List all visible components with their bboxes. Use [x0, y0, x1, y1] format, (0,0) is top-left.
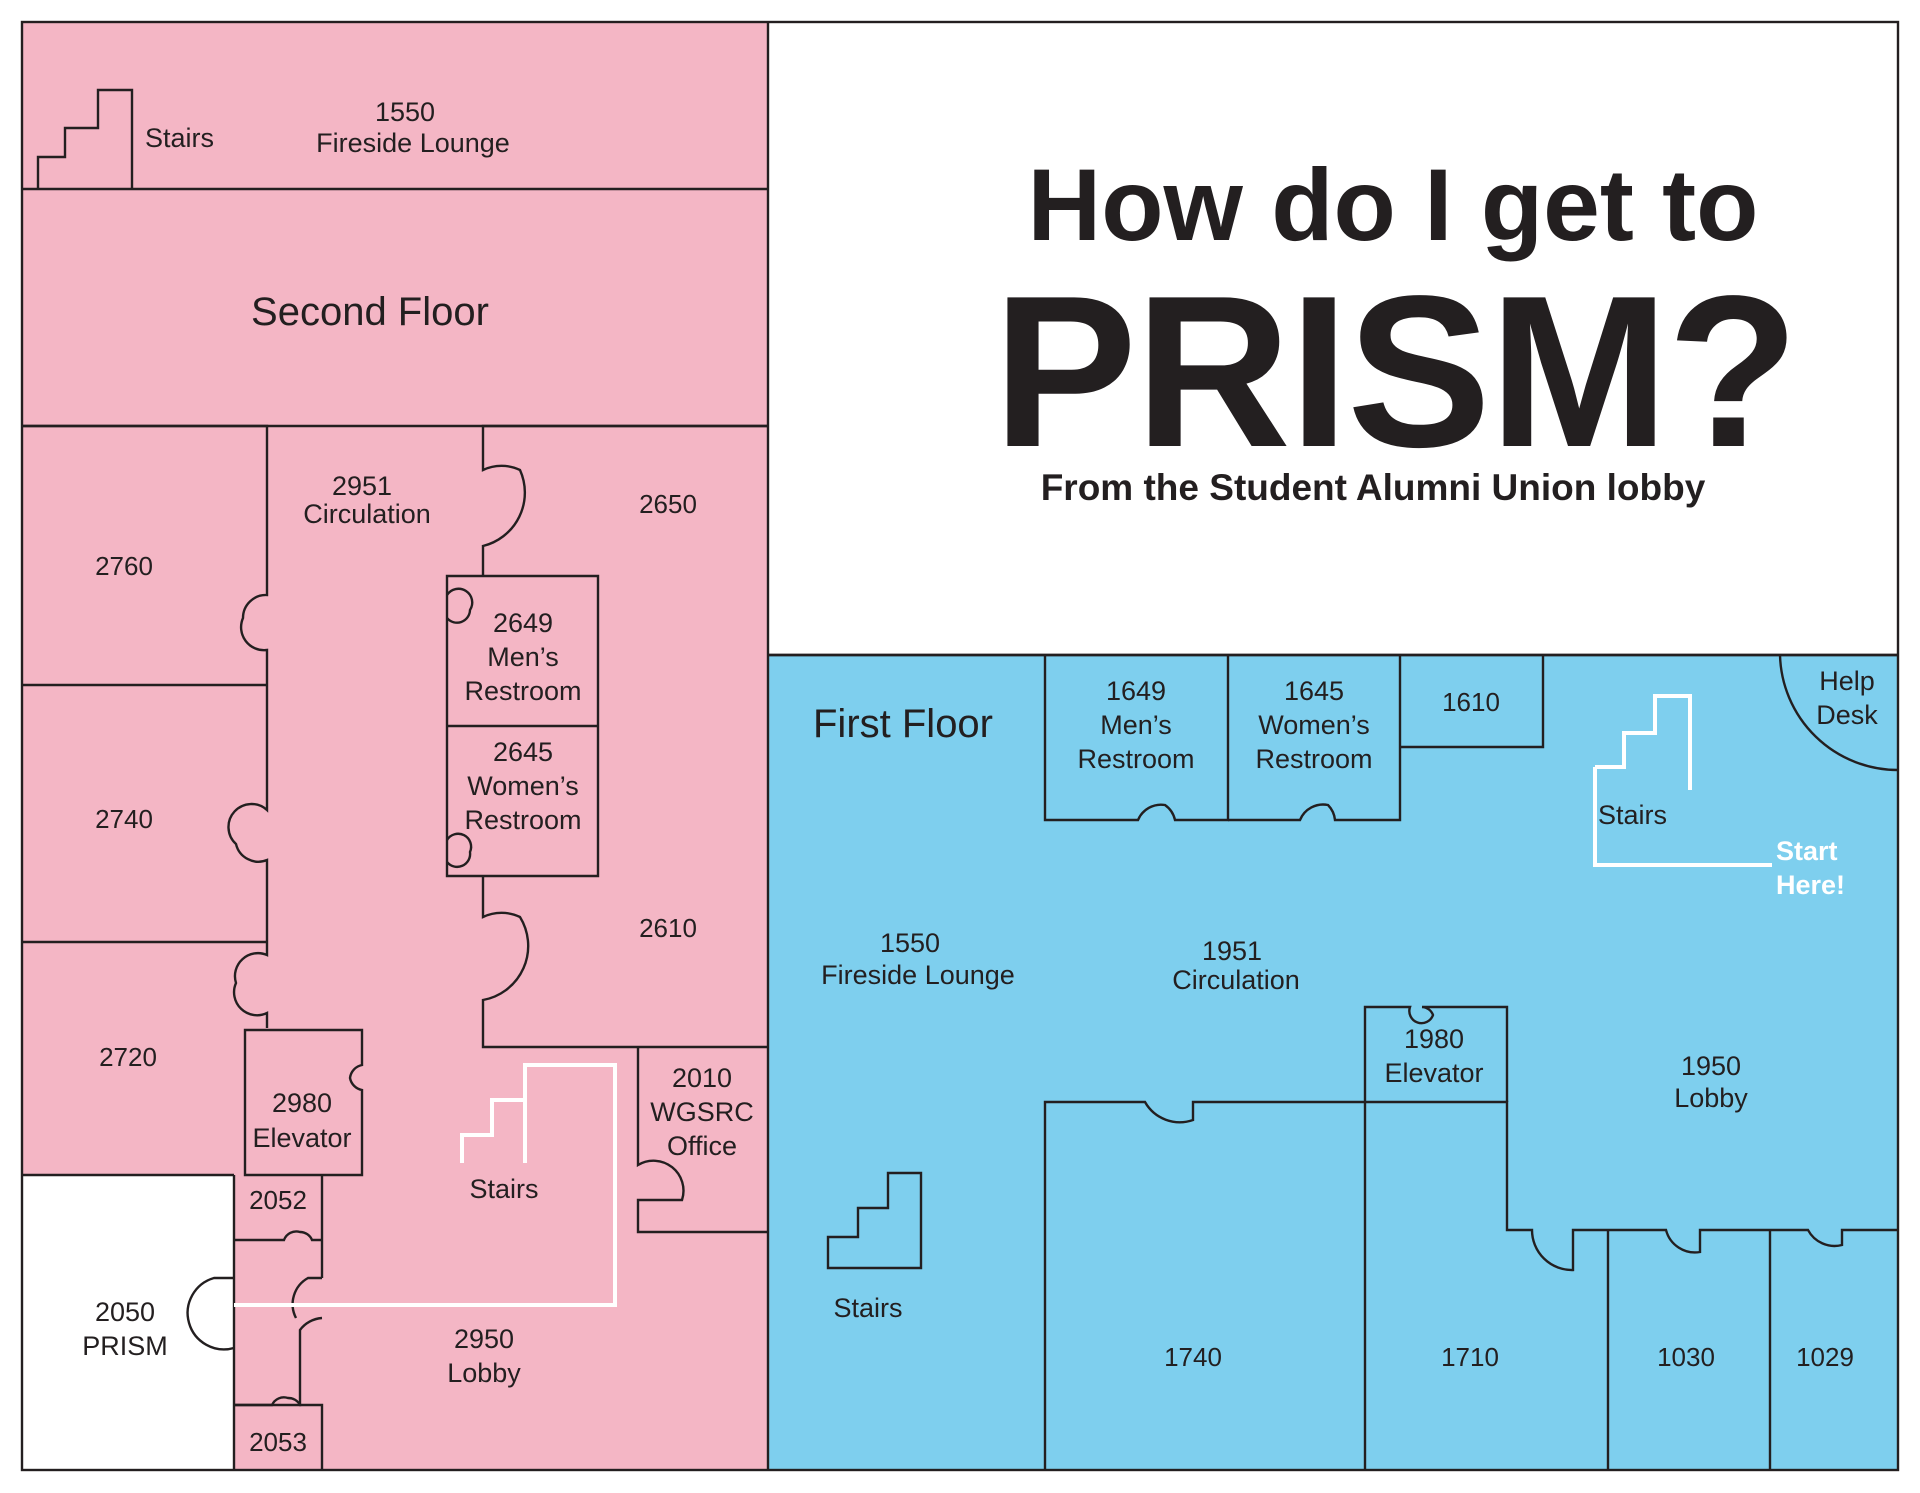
room-2760: 2760: [95, 551, 153, 581]
room-1645-line2: Restroom: [1255, 744, 1372, 774]
stairs-label-1st-right: Stairs: [1598, 800, 1667, 830]
room-1610: 1610: [1442, 687, 1500, 717]
title-line-1: How do I get to: [1028, 148, 1759, 262]
prism-room-2050: [22, 1175, 234, 1470]
stairs-label-2nd-mid: Stairs: [469, 1174, 538, 1204]
room-2950-number: 2950: [454, 1324, 514, 1354]
room-1550-number-2nd: 1550: [375, 97, 435, 127]
room-1645-number: 1645: [1284, 676, 1344, 706]
floor-title-second: Second Floor: [251, 290, 489, 334]
room-1649-line1: Men’s: [1100, 710, 1172, 740]
title-line-2: PRISM?: [993, 250, 1797, 492]
outer-borders: [20, 20, 1900, 1472]
room-1550-name-2nd: Fireside Lounge: [316, 128, 510, 158]
help-desk-line2: Desk: [1816, 700, 1878, 730]
room-1550-name-1st: Fireside Lounge: [821, 960, 1015, 990]
room-2052: 2052: [249, 1185, 307, 1215]
room-1740: 1740: [1164, 1342, 1222, 1372]
room-2050-name: PRISM: [82, 1331, 168, 1361]
room-2649-number: 2649: [493, 608, 553, 638]
room-2053: 2053: [249, 1427, 307, 1457]
room-2951-name: Circulation: [303, 499, 431, 529]
room-2610: 2610: [639, 913, 697, 943]
floor-title-first: First Floor: [813, 702, 993, 746]
room-1951-name: Circulation: [1172, 965, 1300, 995]
room-1980-number: 1980: [1404, 1024, 1464, 1054]
subtitle: From the Student Alumni Union lobby: [1041, 467, 1706, 508]
room-2649-line2: Restroom: [464, 676, 581, 706]
room-2645-number: 2645: [493, 737, 553, 767]
room-1649-number: 1649: [1106, 676, 1166, 706]
room-2645-line2: Restroom: [464, 805, 581, 835]
room-2650: 2650: [639, 489, 697, 519]
help-desk-line1: Help: [1819, 666, 1875, 696]
room-2720: 2720: [99, 1042, 157, 1072]
room-2740: 2740: [95, 804, 153, 834]
room-2050-number: 2050: [95, 1297, 155, 1327]
start-here-line1: Start: [1776, 836, 1838, 866]
room-2010-number: 2010: [672, 1063, 732, 1093]
first-floor-area: [768, 655, 1898, 1470]
room-2010-line2: Office: [667, 1131, 737, 1161]
room-1030: 1030: [1657, 1342, 1715, 1372]
room-2010-line1: WGSRC: [650, 1097, 754, 1127]
room-2980-name: Elevator: [252, 1123, 351, 1153]
room-1029: 1029: [1796, 1342, 1854, 1372]
second-floor-walls: [22, 88, 768, 1470]
room-1950-number: 1950: [1681, 1051, 1741, 1081]
room-1950-name: Lobby: [1674, 1083, 1748, 1113]
room-2951-number: 2951: [332, 471, 392, 501]
room-1980-name: Elevator: [1384, 1058, 1483, 1088]
room-1550-number-1st: 1550: [880, 928, 940, 958]
room-1710: 1710: [1441, 1342, 1499, 1372]
room-1645-line1: Women’s: [1258, 710, 1370, 740]
room-2649-line1: Men’s: [487, 642, 559, 672]
room-2980-number: 2980: [272, 1088, 332, 1118]
room-2645-line1: Women’s: [467, 771, 579, 801]
room-1649-line2: Restroom: [1077, 744, 1194, 774]
stairs-label-2nd-top: Stairs: [145, 123, 214, 153]
start-here-line2: Here!: [1776, 870, 1845, 900]
room-2950-name: Lobby: [447, 1358, 521, 1388]
route-path: [234, 694, 1772, 1307]
room-1951-number: 1951: [1202, 936, 1262, 966]
stairs-label-1st-left: Stairs: [833, 1293, 902, 1323]
